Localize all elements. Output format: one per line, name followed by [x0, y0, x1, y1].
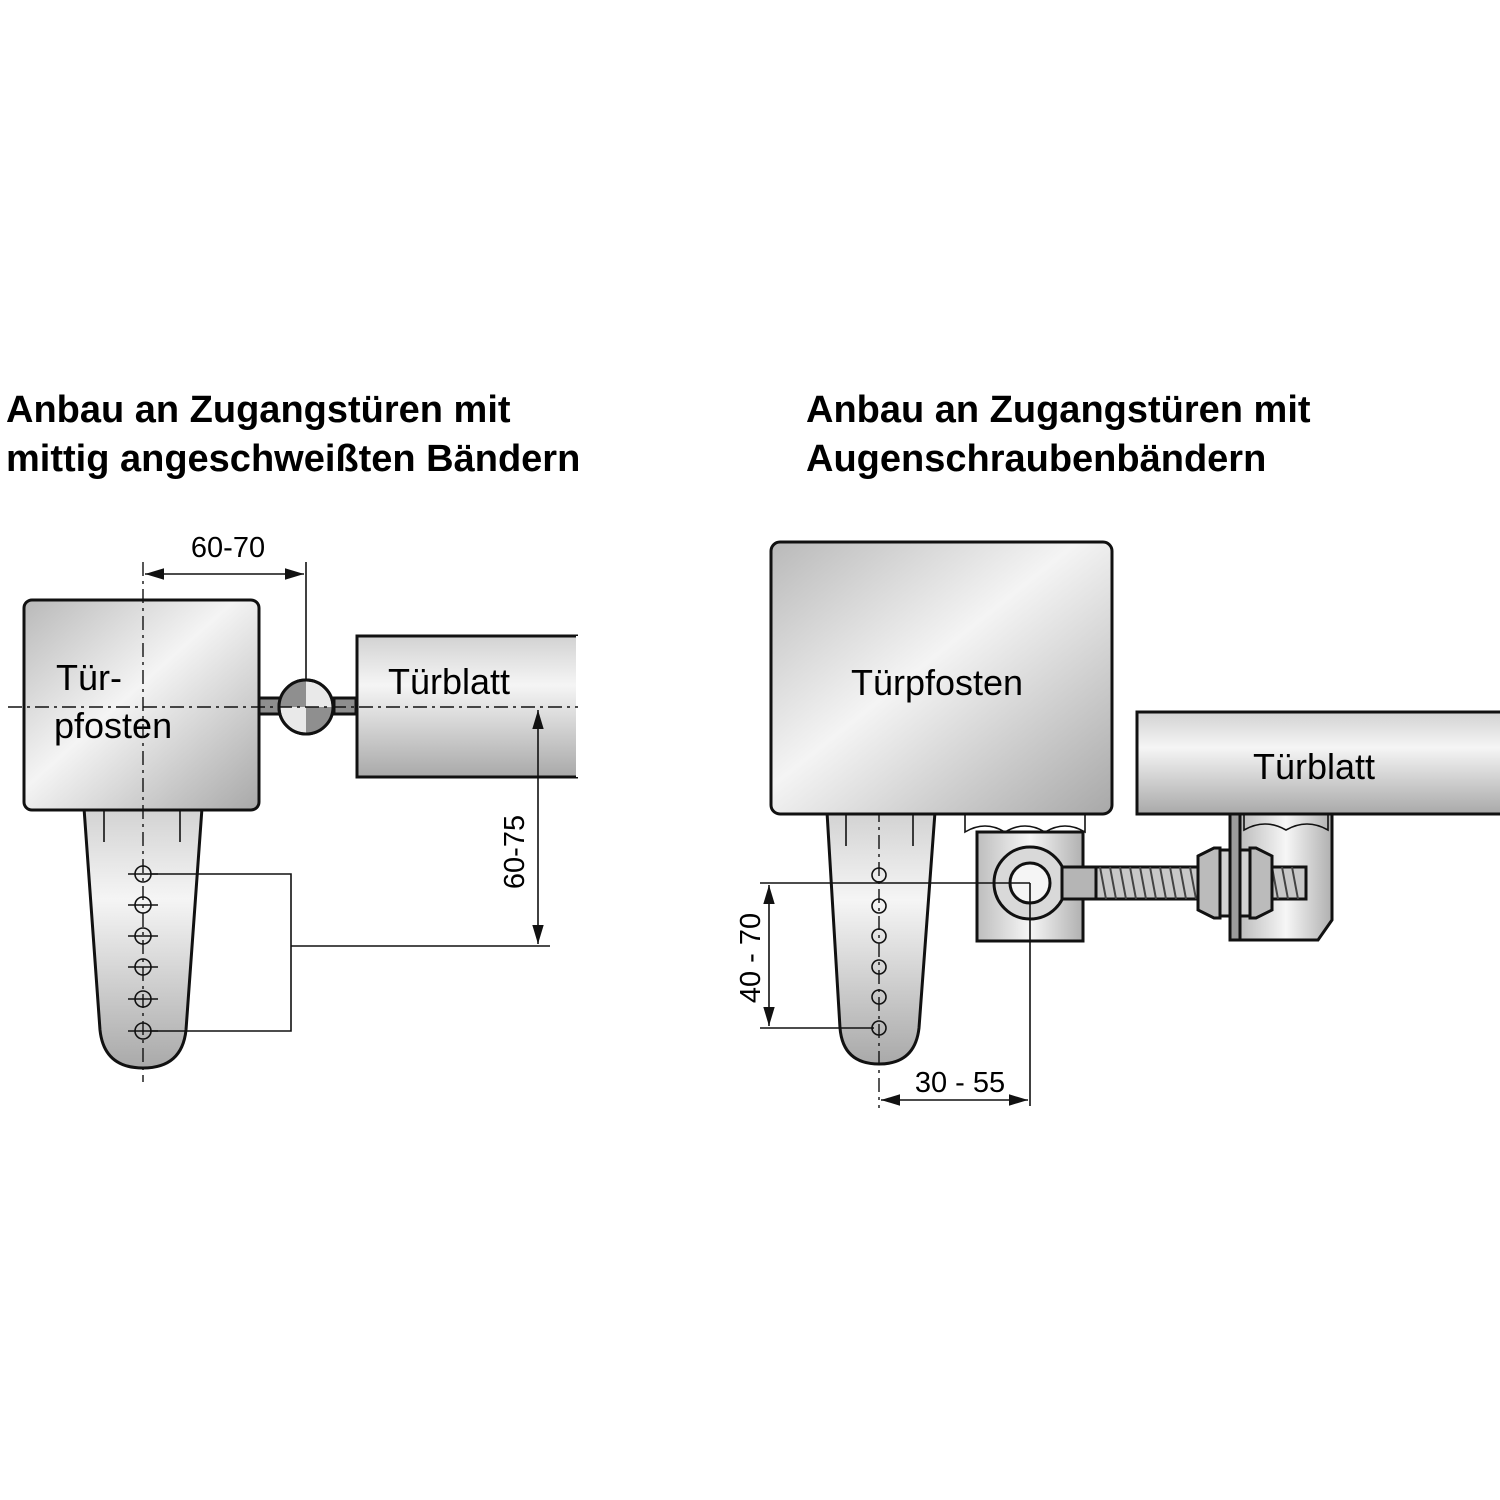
right-drawing: Anbau an Zugangstüren mit Augenschrauben… — [735, 389, 1500, 1108]
left-weld-stub-leaf — [332, 696, 358, 716]
right-dim-vertical-label: 40 - 70 — [735, 913, 767, 1003]
left-title-line2: mittig angeschweißten Bändern — [6, 438, 580, 480]
left-title-line1: Anbau an Zugangstüren mit — [6, 389, 511, 431]
right-weld-seam-post — [964, 813, 1086, 834]
left-post-label-line2: pfosten — [54, 705, 172, 746]
left-dim-horizontal-label: 60-70 — [191, 532, 265, 564]
right-hinge-plate — [825, 810, 937, 1066]
right-title-line1: Anbau an Zugangstüren mit — [806, 389, 1311, 431]
right-door-post — [769, 540, 1114, 816]
right-dim-horizontal-label: 30 - 55 — [915, 1067, 1005, 1099]
left-hole-bracket — [150, 873, 292, 1032]
right-weld-seam-leaf — [1243, 813, 1329, 832]
right-nut-inner — [1196, 846, 1222, 920]
right-post-label: Türpfosten — [851, 662, 1023, 703]
left-dim-vertical-label: 60-75 — [499, 815, 531, 889]
right-nut-outer — [1248, 846, 1274, 920]
left-leaf-label: Türblatt — [388, 661, 510, 702]
left-post-label-line1: Tür- — [56, 657, 122, 698]
right-title-line2: Augenschraubenbändern — [806, 438, 1266, 480]
right-leaf-label: Türblatt — [1253, 746, 1375, 787]
left-drawing: Anbau an Zugangstüren mit mittig angesch… — [6, 389, 580, 1082]
